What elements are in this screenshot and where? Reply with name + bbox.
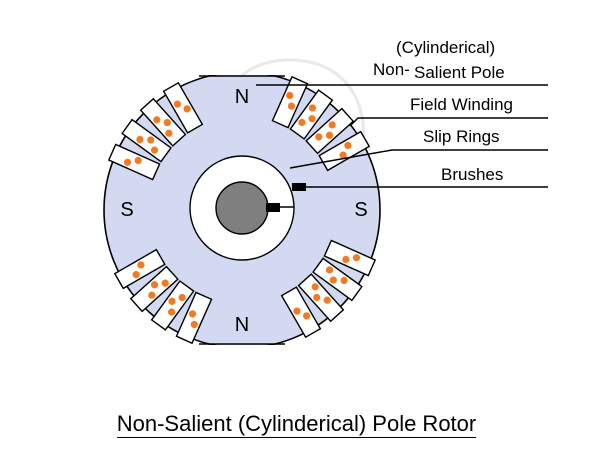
conductor-dot bbox=[178, 293, 186, 302]
conductor-dot bbox=[183, 105, 191, 113]
conductor-dot bbox=[123, 158, 132, 166]
diagram-caption: Non-Salient (Cylinderical) Pole Rotor bbox=[0, 411, 593, 438]
slot-outline bbox=[289, 89, 334, 140]
slot-outline bbox=[121, 118, 172, 163]
slip-rings-leader-line bbox=[289, 149, 548, 169]
slot-outline bbox=[139, 97, 187, 147]
winding-slot bbox=[150, 280, 195, 331]
winding-slot bbox=[289, 89, 334, 140]
conductor-dot bbox=[352, 254, 361, 262]
outer-brush bbox=[292, 183, 306, 191]
winding-slot bbox=[175, 291, 213, 345]
conductor-dot bbox=[161, 279, 169, 287]
conductor-dot bbox=[287, 102, 296, 110]
winding-slot bbox=[323, 239, 377, 277]
conductor-dot bbox=[308, 115, 316, 123]
slot-outline bbox=[280, 286, 322, 339]
slot-outline bbox=[323, 239, 377, 277]
caption-text: Non-Salient (Cylinderical) Pole Rotor bbox=[116, 411, 477, 438]
slot-outline bbox=[150, 280, 195, 331]
shaft bbox=[215, 181, 269, 235]
slot-outline bbox=[175, 291, 213, 345]
conductor-dot bbox=[344, 141, 352, 150]
winding-slot bbox=[121, 118, 172, 163]
conductor-dot bbox=[293, 307, 301, 315]
conductor-dot bbox=[311, 283, 319, 291]
conductor-dot bbox=[340, 276, 348, 285]
conductor-dot bbox=[298, 118, 306, 127]
conductor-dot bbox=[315, 133, 323, 141]
pole-south-right: S bbox=[354, 199, 367, 221]
conductor-dot bbox=[188, 310, 197, 318]
conductor-dot bbox=[147, 136, 155, 144]
winding-slot bbox=[280, 286, 322, 339]
conductor-dot bbox=[286, 91, 294, 100]
slot-outline bbox=[271, 75, 309, 129]
conductor-dot bbox=[313, 293, 321, 302]
inner-brush bbox=[266, 203, 280, 212]
conductor-dot bbox=[153, 116, 161, 124]
slot-outline bbox=[107, 143, 161, 181]
conductor-dot bbox=[328, 121, 336, 129]
slot-outline bbox=[312, 257, 363, 302]
conductor-dot bbox=[173, 100, 182, 108]
slot-outline bbox=[113, 248, 166, 290]
slot-outline bbox=[305, 107, 355, 155]
winding-slot bbox=[139, 97, 187, 147]
conductor-dot bbox=[148, 291, 156, 299]
field-winding-leader-line bbox=[349, 117, 548, 127]
pole-south-left: S bbox=[120, 199, 133, 221]
slot-outline bbox=[162, 81, 204, 134]
label-cylinderical: (Cylinderical) bbox=[396, 38, 496, 57]
conductor-dot bbox=[308, 104, 317, 112]
winding-slots bbox=[107, 75, 377, 345]
slot-outline bbox=[297, 273, 345, 323]
conductor-dot bbox=[150, 146, 159, 154]
winding-slot bbox=[107, 143, 161, 181]
conductor-dot bbox=[165, 129, 173, 137]
winding-slot bbox=[162, 81, 204, 134]
winding-slot bbox=[271, 75, 309, 129]
slot-outline bbox=[129, 265, 179, 313]
conductor-dot bbox=[137, 261, 145, 269]
pole-north-top: N bbox=[235, 86, 249, 108]
conductor-dot bbox=[325, 266, 334, 274]
conductor-dot bbox=[302, 312, 311, 320]
conductor-dot bbox=[323, 296, 331, 304]
winding-slot bbox=[297, 273, 345, 323]
label-salient-pole: Salient Pole bbox=[414, 63, 505, 82]
winding-slot bbox=[305, 107, 355, 155]
conductor-dot bbox=[163, 118, 171, 127]
conductor-dot bbox=[168, 297, 176, 305]
label-field-winding: Field Winding bbox=[410, 95, 513, 114]
label-brushes: Brushes bbox=[441, 165, 504, 184]
conductor-dot bbox=[167, 308, 176, 316]
label-slip-rings: Slip Rings bbox=[423, 127, 500, 146]
winding-slot bbox=[129, 265, 179, 313]
conductor-dot bbox=[342, 255, 350, 264]
conductor-dot bbox=[190, 320, 198, 329]
label-non: Non- bbox=[373, 60, 410, 79]
pole-north-bottom: N bbox=[235, 314, 249, 336]
conductor-dot bbox=[150, 281, 159, 289]
conductor-dot bbox=[329, 276, 337, 284]
conductor-dot bbox=[134, 156, 142, 165]
conductor-dot bbox=[325, 131, 334, 139]
winding-slot bbox=[113, 248, 166, 290]
conductor-dot bbox=[339, 151, 347, 159]
conductor-dot bbox=[136, 135, 144, 144]
conductor-dot bbox=[132, 270, 140, 279]
winding-slot bbox=[312, 257, 363, 302]
